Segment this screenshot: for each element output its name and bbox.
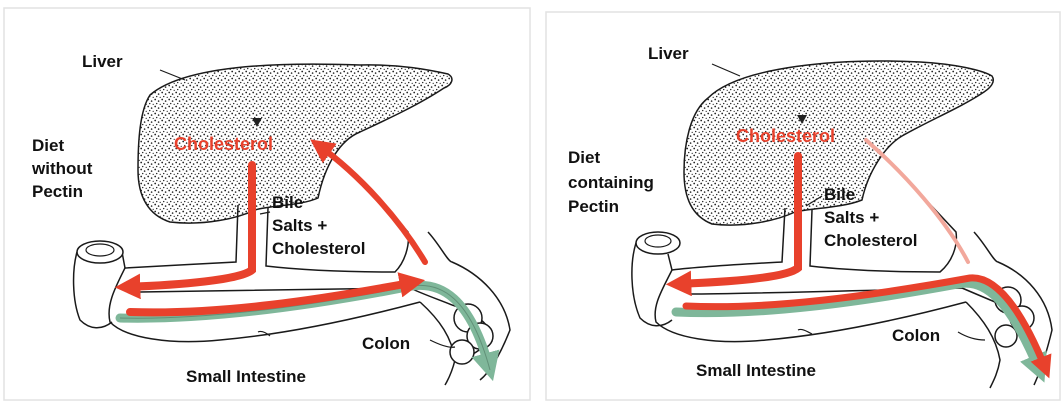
cholesterol-label-right: Cholesterol bbox=[736, 126, 835, 146]
bile-label-left-3: Cholesterol bbox=[272, 239, 366, 258]
bile-label-left-2: Salts + bbox=[272, 216, 327, 235]
diet-label-right-3: Pectin bbox=[568, 197, 619, 216]
liver-label-right: Liver bbox=[648, 44, 689, 63]
small-intestine-label-left: Small Intestine bbox=[186, 367, 306, 386]
diet-label-left-3: Pectin bbox=[32, 182, 83, 201]
bile-label-left-1: Bile bbox=[272, 193, 303, 212]
bile-label-right-2: Salts + bbox=[824, 208, 879, 227]
diet-label-left-1: Diet bbox=[32, 136, 64, 155]
cholesterol-label-left: Cholesterol bbox=[174, 134, 273, 154]
bile-label-right-1: Bile bbox=[824, 185, 855, 204]
diet-label-left-2: without bbox=[31, 159, 93, 178]
colon-label-left: Colon bbox=[362, 334, 410, 353]
colon-label-right: Colon bbox=[892, 326, 940, 345]
bile-label-right-3: Cholesterol bbox=[824, 231, 918, 250]
diet-label-right-2: containing bbox=[568, 173, 654, 192]
diet-label-right-1: Diet bbox=[568, 148, 600, 167]
liver-label-left: Liver bbox=[82, 52, 123, 71]
panel-with-pectin bbox=[546, 12, 1060, 400]
small-intestine-label-right: Small Intestine bbox=[696, 361, 816, 380]
